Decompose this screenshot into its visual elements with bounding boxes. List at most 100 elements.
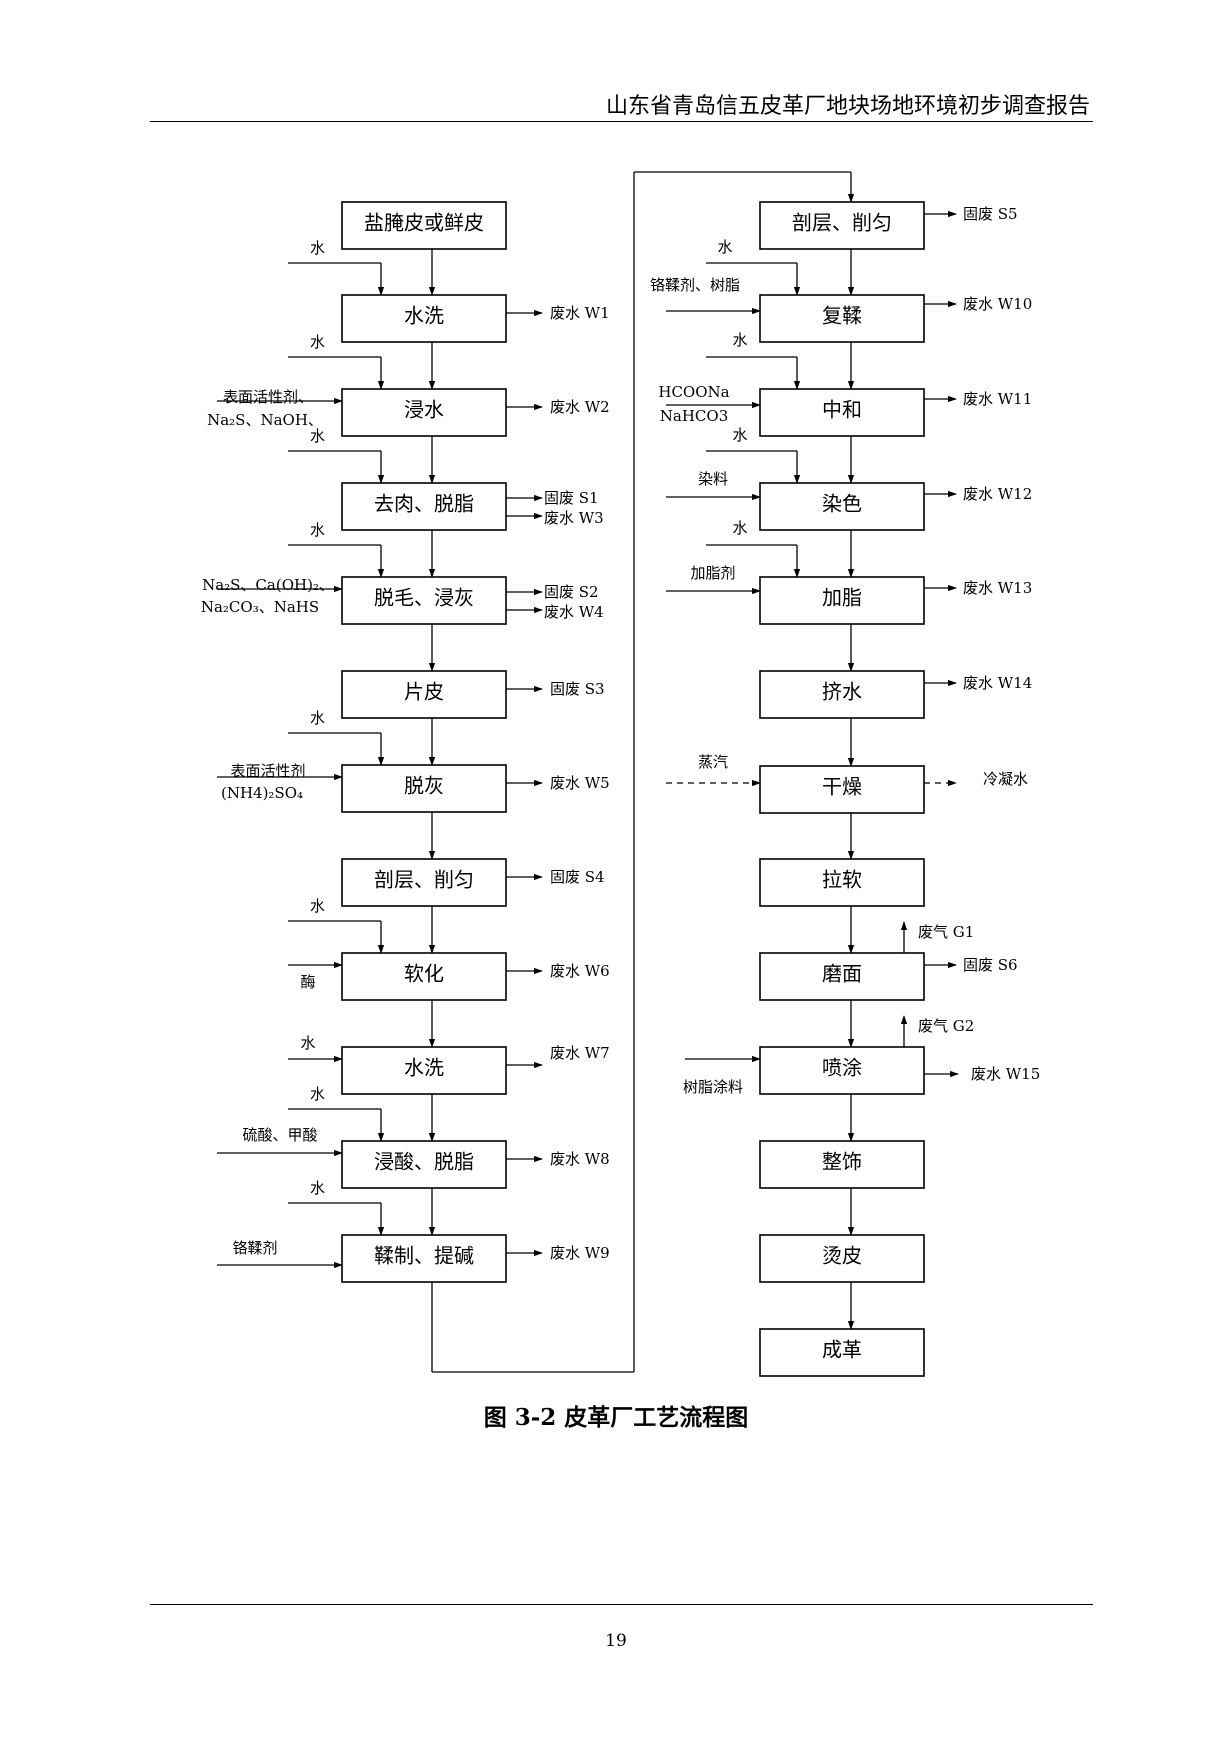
left-step-6-label: 片皮 — [404, 680, 444, 704]
chem-input-label: 加脂剂 — [690, 564, 735, 582]
output-label: 废气 G2 — [918, 1017, 974, 1035]
right-step-8 — [759, 858, 925, 907]
output-label: 冷凝水 — [983, 770, 1028, 788]
left-step-12-label: 鞣制、提碱 — [374, 1244, 474, 1268]
right-step-9 — [759, 952, 925, 1001]
output-label: 废水 W14 — [963, 674, 1032, 692]
output-label: 废水 W8 — [550, 1150, 610, 1168]
chem-input-label: 染料 — [698, 470, 728, 488]
chem-input-label: NaHCO3 — [660, 407, 728, 425]
water-input-label: 水 — [732, 331, 747, 349]
output-label: 固废 S6 — [963, 956, 1018, 974]
left-step-11 — [341, 1140, 507, 1189]
output-label: 固废 S3 — [550, 680, 605, 698]
right-step-13 — [759, 1328, 925, 1377]
left-step-9-label: 软化 — [404, 962, 444, 986]
water-input-label: 水 — [732, 426, 747, 444]
left-step-6 — [341, 670, 507, 719]
footer-rule — [150, 1604, 1093, 1605]
page-number: 19 — [605, 1631, 627, 1651]
left-step-1 — [341, 201, 507, 250]
chem-input-label: 酶 — [300, 973, 315, 991]
chem-input-label: 硫酸、甲酸 — [242, 1126, 317, 1144]
output-label: 固废 S5 — [963, 205, 1018, 223]
right-step-6 — [759, 670, 925, 719]
output-label: 固废 S1 — [544, 489, 599, 507]
output-label: 废水 W7 — [550, 1044, 610, 1062]
left-step-1-label: 盐腌皮或鲜皮 — [364, 211, 484, 235]
water-input-label: 水 — [310, 1179, 325, 1197]
right-step-5 — [759, 576, 925, 625]
water-input-label: 水 — [310, 1085, 325, 1103]
right-step-11 — [759, 1140, 925, 1189]
left-step-11-label: 浸酸、脱脂 — [374, 1150, 474, 1174]
output-label: 废水 W11 — [963, 390, 1032, 408]
right-step-12 — [759, 1234, 925, 1283]
output-label: 废水 W13 — [963, 579, 1032, 597]
left-step-5 — [341, 576, 507, 625]
right-step-4-label: 染色 — [822, 492, 862, 516]
output-label: 废水 W15 — [971, 1065, 1040, 1083]
left-step-8-label: 剖层、削匀 — [374, 868, 474, 892]
right-step-3 — [759, 388, 925, 437]
output-label: 废水 W12 — [963, 485, 1032, 503]
left-step-4 — [341, 482, 507, 531]
right-step-9-label: 磨面 — [822, 962, 862, 986]
output-label: 废水 W4 — [544, 603, 604, 621]
water-input-label: 水 — [310, 239, 325, 257]
chem-input-label: 蒸汽 — [698, 753, 728, 771]
output-label: 固废 S2 — [544, 583, 599, 601]
chem-input-label: 铬鞣剂 — [232, 1239, 277, 1257]
right-step-2 — [759, 294, 925, 343]
left-step-5-label: 脱毛、浸灰 — [374, 586, 474, 610]
left-step-4-label: 去肉、脱脂 — [374, 492, 474, 516]
header-rule — [150, 121, 1093, 122]
chem-input-label: Na₂S、Ca(OH)₂、 — [202, 576, 334, 594]
right-step-4 — [759, 482, 925, 531]
water-input-label: 水 — [717, 238, 732, 256]
right-step-2-label: 复鞣 — [822, 304, 862, 328]
water-input-label: 水 — [310, 897, 325, 915]
left-step-3-label: 浸水 — [404, 398, 444, 422]
water-input-label: 水 — [300, 1034, 315, 1052]
right-step-7-label: 干燥 — [822, 775, 862, 799]
chem-input-label: 表面活性剂 — [230, 762, 305, 780]
right-step-1 — [759, 201, 925, 250]
right-step-11-label: 整饰 — [822, 1150, 862, 1174]
water-input-label: 水 — [732, 519, 747, 537]
right-step-7 — [759, 765, 925, 814]
right-step-10-label: 喷涂 — [822, 1056, 862, 1080]
output-label: 废水 W9 — [550, 1244, 610, 1262]
right-step-8-label: 拉软 — [822, 868, 862, 892]
water-input-label: 水 — [310, 709, 325, 727]
right-step-1-label: 剖层、削匀 — [792, 211, 892, 235]
water-input-label: 水 — [310, 521, 325, 539]
right-step-5-label: 加脂 — [822, 586, 862, 610]
chem-input-label: 铬鞣剂、树脂 — [650, 276, 740, 294]
left-step-7 — [341, 764, 507, 813]
output-label: 废气 G1 — [918, 923, 974, 941]
right-step-12-label: 烫皮 — [822, 1244, 862, 1268]
chem-input-label: (NH4)₂SO₄ — [221, 784, 303, 802]
left-step-10-label: 水洗 — [404, 1056, 444, 1080]
output-label: 废水 W2 — [550, 398, 610, 416]
output-label: 废水 W1 — [550, 304, 610, 322]
left-step-2-label: 水洗 — [404, 304, 444, 328]
chem-input-label: 树脂涂料 — [683, 1078, 743, 1096]
right-step-10 — [759, 1046, 925, 1095]
left-step-12 — [341, 1234, 507, 1283]
chem-input-label: HCOONa — [658, 383, 729, 401]
chem-input-label: Na₂CO₃、NaHS — [201, 598, 319, 616]
left-step-10 — [341, 1046, 507, 1095]
water-input-label: 水 — [310, 333, 325, 351]
output-label: 固废 S4 — [550, 868, 605, 886]
water-input-label: 水 — [310, 427, 325, 445]
left-step-2 — [341, 294, 507, 343]
left-step-3 — [341, 388, 507, 437]
chem-input-label: Na₂S、NaOH、 — [207, 411, 323, 429]
page-header: 山东省青岛信五皮革厂地块场地环境初步调查报告 — [605, 94, 1090, 119]
right-step-13-label: 成革 — [822, 1338, 862, 1362]
right-step-6-label: 挤水 — [822, 680, 862, 704]
